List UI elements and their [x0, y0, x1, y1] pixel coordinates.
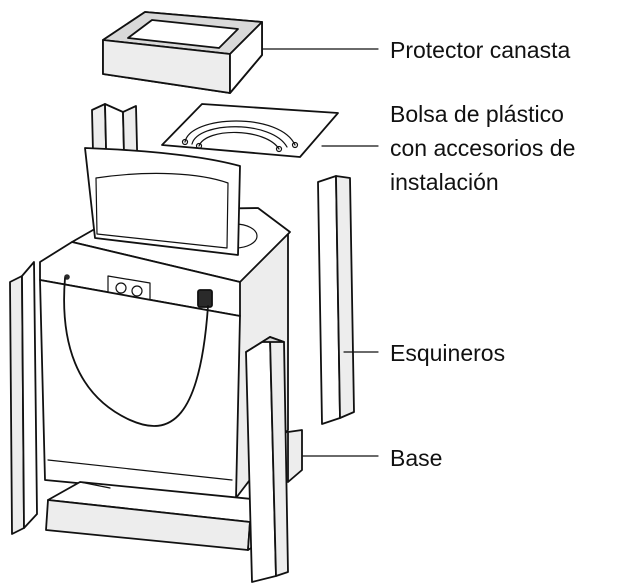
basket-flap — [84, 147, 241, 256]
label-accessory-bag-line-1: Bolsa de plástico — [390, 101, 564, 127]
basket-protector — [102, 11, 263, 94]
leader-lines — [261, 48, 379, 457]
accessory-bag — [161, 103, 339, 158]
corner-guard-front-left — [9, 261, 38, 535]
label-base: Base — [390, 445, 442, 471]
corner-guard-back-right — [317, 175, 355, 425]
label-accessory-bag-line-2: con accesorios de — [390, 135, 575, 161]
label-corner-guards: Esquineros — [390, 340, 505, 366]
corner-guard-front-right — [245, 336, 289, 583]
label-basket-protector: Protector canasta — [390, 37, 570, 63]
label-accessory-bag-line-3: instalación — [390, 169, 499, 195]
